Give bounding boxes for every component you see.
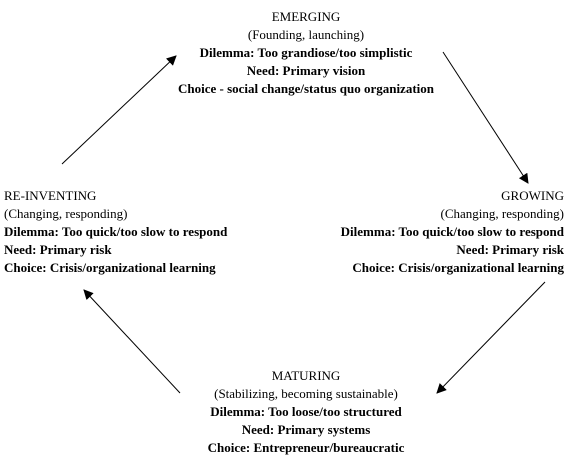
stage-subtitle: (Founding, launching) (247, 27, 365, 42)
stage-choice: Choice: Crisis/organizational learning (4, 260, 216, 275)
stage-choice: Choice: Entrepreneur/bureaucratic (207, 440, 405, 455)
stage-need: Need: Primary systems (241, 422, 371, 437)
stage-need: Need: Primary risk (4, 242, 112, 257)
arrow-emerging-to-growing (442, 51, 529, 184)
stage-title: MATURING (271, 368, 341, 383)
stage-emerging: EMERGING (Founding, launching) Dilemma: … (150, 8, 462, 98)
stage-title: RE-INVENTING (4, 188, 97, 203)
stage-dilemma: Dilemma: Too quick/too slow to respond (340, 224, 564, 239)
stage-title: EMERGING (271, 9, 341, 24)
stage-maturing: MATURING (Stabilizing, becoming sustaina… (180, 367, 432, 457)
stage-subtitle: (Changing, responding) (440, 206, 564, 221)
stage-subtitle: (Changing, responding) (4, 206, 128, 221)
stage-choice: Choice: Crisis/organizational learning (352, 260, 564, 275)
stage-dilemma: Dilemma: Too loose/too structured (210, 404, 402, 419)
stage-title: GROWING (501, 188, 564, 203)
arrow-reinventing-to-emerging (61, 55, 177, 165)
arrow-growing-to-maturing (436, 281, 546, 394)
stage-choice: Choice - social change/status quo organi… (177, 81, 435, 96)
stage-need: Need: Primary vision (246, 63, 366, 78)
stage-dilemma: Dilemma: Too quick/too slow to respond (4, 224, 228, 239)
stage-reinventing: RE-INVENTING (Changing, responding) Dile… (4, 187, 227, 277)
arrow-maturing-to-reinventing (83, 289, 181, 394)
stage-subtitle: (Stabilizing, becoming sustainable) (214, 386, 398, 401)
stage-growing: GROWING (Changing, responding) Dilemma: … (341, 187, 564, 277)
stage-need: Need: Primary risk (456, 242, 564, 257)
stage-dilemma: Dilemma: Too grandiose/too simplistic (199, 45, 413, 60)
